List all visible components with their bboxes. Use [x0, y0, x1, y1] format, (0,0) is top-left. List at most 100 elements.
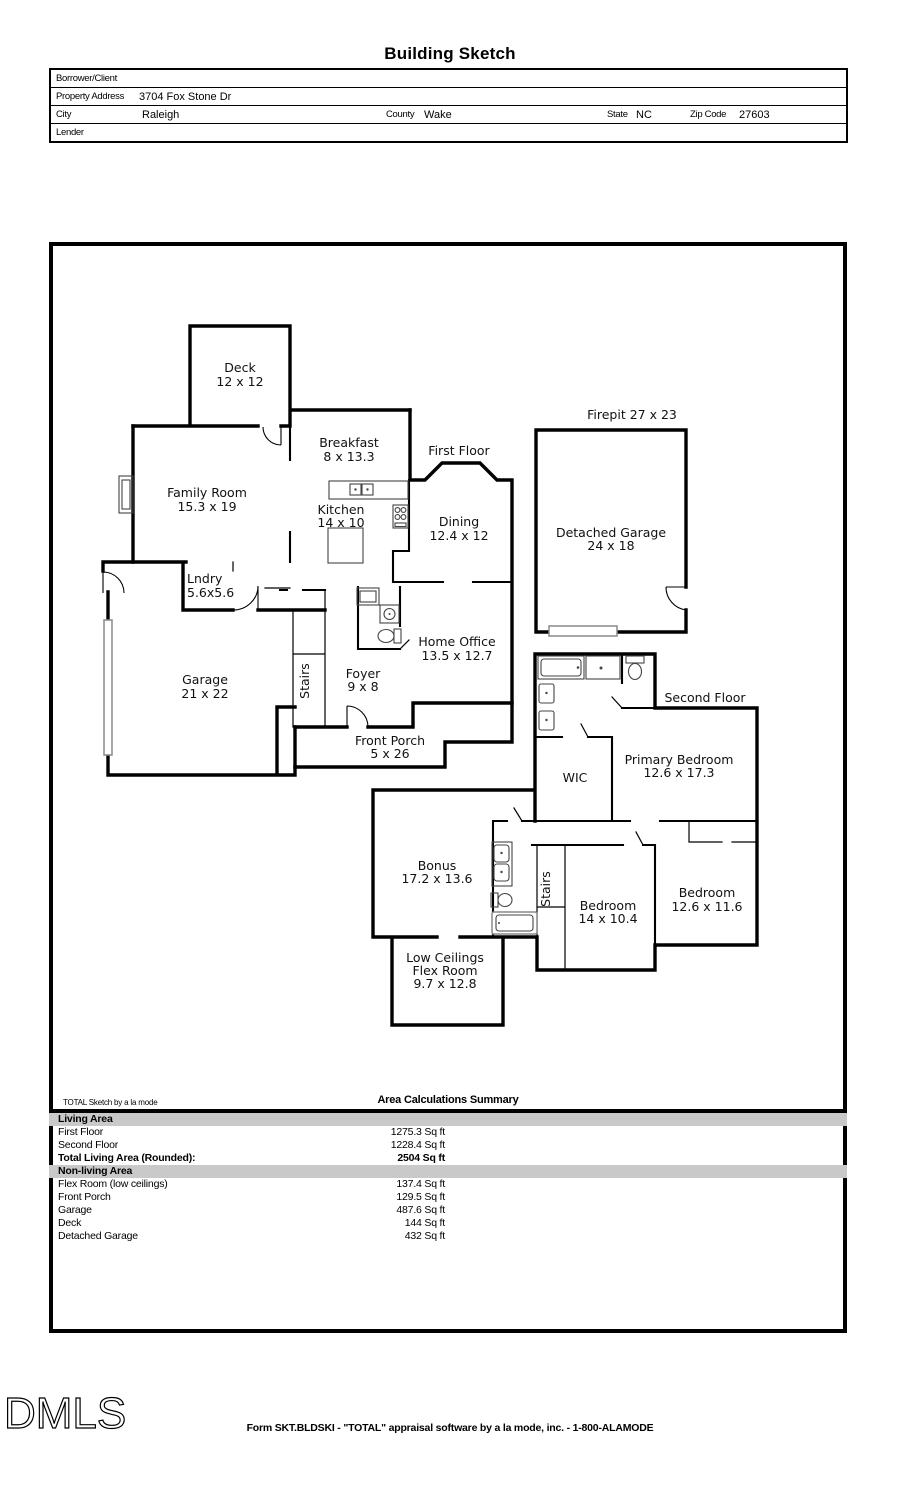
row-label: Garage	[58, 1204, 92, 1216]
form-row-borrower: Borrower/Client	[51, 70, 846, 88]
room-dims-family: 15.3 x 19	[177, 499, 236, 514]
room-label-bedroom-14: Bedroom	[580, 898, 637, 913]
room-dims-breakfast: 8 x 13.3	[323, 449, 374, 464]
summary-divider	[49, 1109, 847, 1113]
bathtub-icon	[491, 911, 538, 935]
city-value: Raleigh	[142, 108, 180, 121]
row-value: 1275.3 Sq ft	[390, 1126, 445, 1138]
sketch-sheet: Deck 12 x 12 Breakfast 8 x 13.3 First Fl…	[49, 242, 847, 1333]
room-label-deck: Deck	[224, 360, 256, 375]
city-label: City	[56, 109, 72, 120]
form-row-property-address: Property Address 3704 Fox Stone Dr	[51, 88, 846, 106]
page-title: Building Sketch	[384, 44, 516, 63]
county-label: County	[386, 109, 415, 120]
door-arcs	[102, 426, 687, 728]
row-label: Total Living Area (Rounded):	[58, 1152, 196, 1164]
summary-row-front-porch: Front Porch 129.5 Sq ft	[49, 1191, 847, 1204]
closet	[356, 587, 380, 606]
annotation-firepit: Firepit 27 x 23	[587, 407, 677, 422]
property-address-label: Property Address	[56, 91, 125, 102]
floor-label-second: Second Floor	[664, 690, 746, 705]
room-label-bedroom-126: Bedroom	[679, 885, 736, 900]
row-label: Flex Room (low ceilings)	[58, 1178, 168, 1190]
room-label-detached-garage: Detached Garage	[556, 525, 666, 540]
summary-title: Area Calculations Summary	[377, 1094, 519, 1106]
room-label-stairs-second: Stairs	[538, 871, 553, 907]
room-label-lndry: Lndry	[187, 571, 223, 586]
summary-row-deck: Deck 144 Sq ft	[49, 1217, 847, 1230]
room-dims-dining: 12.4 x 12	[429, 528, 488, 543]
room-dims-bedroom-126: 12.6 x 11.6	[671, 899, 742, 914]
room-label-family: Family Room	[167, 485, 247, 500]
garage-door	[548, 625, 618, 637]
vanity-icon	[585, 655, 621, 680]
nonliving-area-header: Non-living Area	[49, 1165, 847, 1178]
room-label-flex-line1: Low Ceilings	[406, 950, 484, 965]
room-label-bonus: Bonus	[418, 858, 457, 873]
room-dims-front-porch: 5 x 26	[370, 746, 409, 761]
dmls-logo: DMLS	[3, 1389, 127, 1438]
row-value: 144 Sq ft	[404, 1217, 445, 1229]
kitchen-island	[327, 527, 364, 564]
state-label: State	[607, 109, 628, 120]
room-dims-garage: 21 x 22	[181, 686, 228, 701]
room-label-breakfast: Breakfast	[319, 435, 379, 450]
row-value: 1228.4 Sq ft	[390, 1139, 445, 1151]
room-label-home-office: Home Office	[418, 634, 496, 649]
vanity-icon	[491, 841, 513, 887]
row-value: 487.6 Sq ft	[396, 1204, 445, 1216]
property-form: Borrower/Client Property Address 3704 Fo…	[49, 68, 848, 143]
county-value: Wake	[424, 108, 452, 121]
room-dims-bedroom-14: 14 x 10.4	[578, 911, 637, 926]
kitchen-sink-icon	[361, 483, 374, 496]
room-dims-deck: 12 x 12	[216, 374, 263, 389]
summary-row-flex-room: Flex Room (low ceilings) 137.4 Sq ft	[49, 1178, 847, 1191]
form-row-lender: Lender	[51, 124, 846, 139]
room-dims-primary-bedroom: 12.6 x 17.3	[643, 765, 714, 780]
room-dims-bonus: 17.2 x 13.6	[401, 871, 472, 886]
garage-side-window	[103, 619, 113, 756]
room-label-flex-line2: Flex Room	[412, 963, 477, 978]
sink-icon	[379, 604, 400, 624]
room-label-dining: Dining	[439, 514, 479, 529]
kitchen-counter	[328, 480, 409, 500]
summary-row-total-living-area: Total Living Area (Rounded): 2504 Sq ft	[49, 1152, 847, 1165]
summary-row-garage: Garage 487.6 Sq ft	[49, 1204, 847, 1217]
row-label: First Floor	[58, 1126, 104, 1138]
room-dims-kitchen: 14 x 10	[317, 515, 364, 530]
second-floor-walls	[371, 652, 759, 1027]
summary-row-first-floor: First Floor 1275.3 Sq ft	[49, 1126, 847, 1139]
row-label: Second Floor	[58, 1139, 119, 1151]
floor-plan: Deck 12 x 12 Breakfast 8 x 13.3 First Fl…	[101, 324, 759, 1027]
lender-label: Lender	[56, 127, 84, 138]
property-address-value: 3704 Fox Stone Dr	[139, 90, 232, 103]
area-calculations-summary: TOTAL Sketch by a la mode Area Calculati…	[49, 1092, 847, 1243]
room-label-garage: Garage	[182, 672, 228, 687]
room-label-foyer: Foyer	[346, 666, 381, 681]
row-label: Detached Garage	[58, 1230, 138, 1242]
footer-form-line: Form SKT.BLDSKI - "TOTAL" appraisal soft…	[246, 1422, 654, 1434]
room-dims-home-office: 13.5 x 12.7	[421, 648, 492, 663]
summary-credit: TOTAL Sketch by a la mode	[63, 1098, 158, 1107]
room-dims-foyer: 9 x 8	[347, 679, 378, 694]
floor-label-first: First Floor	[428, 443, 490, 458]
fireplace-icon	[118, 475, 134, 514]
summary-header: TOTAL Sketch by a la mode Area Calculati…	[49, 1092, 847, 1109]
room-dims-lndry: 5.6x5.6	[187, 585, 234, 600]
form-row-city-county-state-zip: City Raleigh County Wake State NC Zip Co…	[51, 106, 846, 124]
fixtures	[103, 475, 645, 935]
kitchen-sink-icon	[349, 483, 362, 496]
sink-icon	[493, 844, 510, 863]
room-label-wic: WIC	[563, 770, 588, 785]
living-area-header: Living Area	[49, 1113, 847, 1126]
room-labels: Deck 12 x 12 Breakfast 8 x 13.3 First Fl…	[167, 360, 746, 991]
bathtub-icon	[537, 655, 585, 680]
borrower-label: Borrower/Client	[56, 73, 117, 84]
sink-icon	[538, 683, 555, 704]
state-value: NC	[636, 108, 652, 121]
room-label-stairs-first: Stairs	[297, 663, 312, 699]
zip-value: 27603	[739, 108, 770, 121]
room-label-kitchen: Kitchen	[318, 502, 365, 517]
room-dims-flex: 9.7 x 12.8	[413, 976, 476, 991]
zip-label: Zip Code	[690, 109, 727, 120]
